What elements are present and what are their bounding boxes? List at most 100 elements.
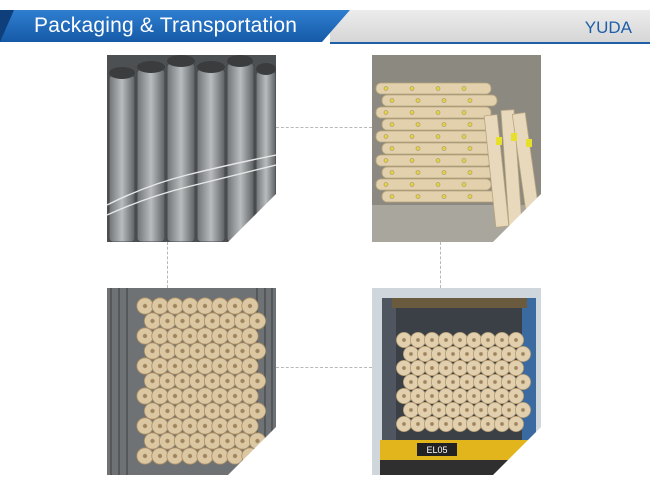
roll-core [247,303,253,309]
container-truck-photo: EL05 [372,288,541,475]
roll-core [157,333,163,339]
roll-core [142,303,148,309]
roll-core [499,337,505,343]
roll-core [157,453,163,459]
roll-core [210,318,215,324]
roll-core [485,393,491,399]
roll-core [492,351,498,357]
roll-core [450,379,456,385]
roll-core [172,453,178,459]
roll-core [142,393,148,399]
label-sticker [389,98,395,103]
label-sticker [415,122,421,127]
roll-core [210,438,215,444]
roll-core [165,438,170,444]
roll-core [415,421,421,427]
wrapped-roll [381,190,498,203]
roll-core [240,408,245,414]
roll-core [157,363,163,369]
roll-core [180,318,185,324]
label-sticker [415,170,421,175]
roll-core [436,351,442,357]
roll-core [415,393,421,399]
roll-core [202,453,208,459]
roll-core [180,408,185,414]
steel-mesh-rolls-photo [107,55,276,242]
roll-core [172,363,178,369]
roll-core [232,423,238,429]
roll-core [195,438,200,444]
roll-core [513,365,519,371]
roll-core [513,421,519,427]
label-sticker [415,146,421,151]
wrapped-roll [381,118,498,131]
roll-core [187,303,193,309]
roll-core [142,453,148,459]
roll-core [225,408,230,414]
wrapped-roll [381,142,498,155]
roll-core [210,348,215,354]
roll-core [165,348,170,354]
roll-core [172,423,178,429]
roll-core [485,421,491,427]
label-sticker [441,98,447,103]
label-sticker [389,146,395,151]
roll-core [210,378,215,384]
roll-core [232,453,238,459]
label-sticker [389,122,395,127]
roll-core [247,363,253,369]
label-sticker [409,86,415,91]
label-sticker [409,134,415,139]
roll-core [150,348,155,354]
roll-core [202,333,208,339]
roll-core [255,378,260,384]
roll-core [506,407,512,413]
label-sticker [383,182,389,187]
roll-core [240,348,245,354]
roll-core [157,393,163,399]
banner-blue-ribbon: Packaging & Transportation [0,10,350,42]
wrapped-roll [381,94,498,107]
roll-core [415,337,421,343]
roll-core [492,379,498,385]
roll-core [408,407,414,413]
label-sticker [435,182,441,187]
roll-core [520,379,526,385]
roll-core [478,379,484,385]
roll-core [180,438,185,444]
roll-core [478,407,484,413]
roll-core [240,318,245,324]
roll-core [247,393,253,399]
roll-core [408,379,414,385]
roll-core [247,333,253,339]
roll-core [157,303,163,309]
label-sticker [461,86,467,91]
wrapped-roll [375,82,492,95]
roll-core [471,337,477,343]
roll-core [195,348,200,354]
roll-core [471,421,477,427]
brand-name: YUDA [584,18,632,37]
roll-core [210,408,215,414]
connector-top [276,127,372,128]
label-sticker [435,110,441,115]
roll-core [429,365,435,371]
roll-core [450,351,456,357]
roll-core [401,337,407,343]
roll-core [195,378,200,384]
roll-core [485,365,491,371]
label-sticker [461,110,467,115]
connector-right [440,242,441,288]
label-sticker [409,182,415,187]
wrapped-roll [375,178,492,191]
roll-core [471,393,477,399]
roll-core [217,453,223,459]
roll-core [232,303,238,309]
roll-core [513,337,519,343]
label-sticker [467,194,473,199]
roll-core [401,393,407,399]
label-sticker [435,158,441,163]
roll-core [401,421,407,427]
roll-core [232,393,238,399]
roll-core [217,333,223,339]
